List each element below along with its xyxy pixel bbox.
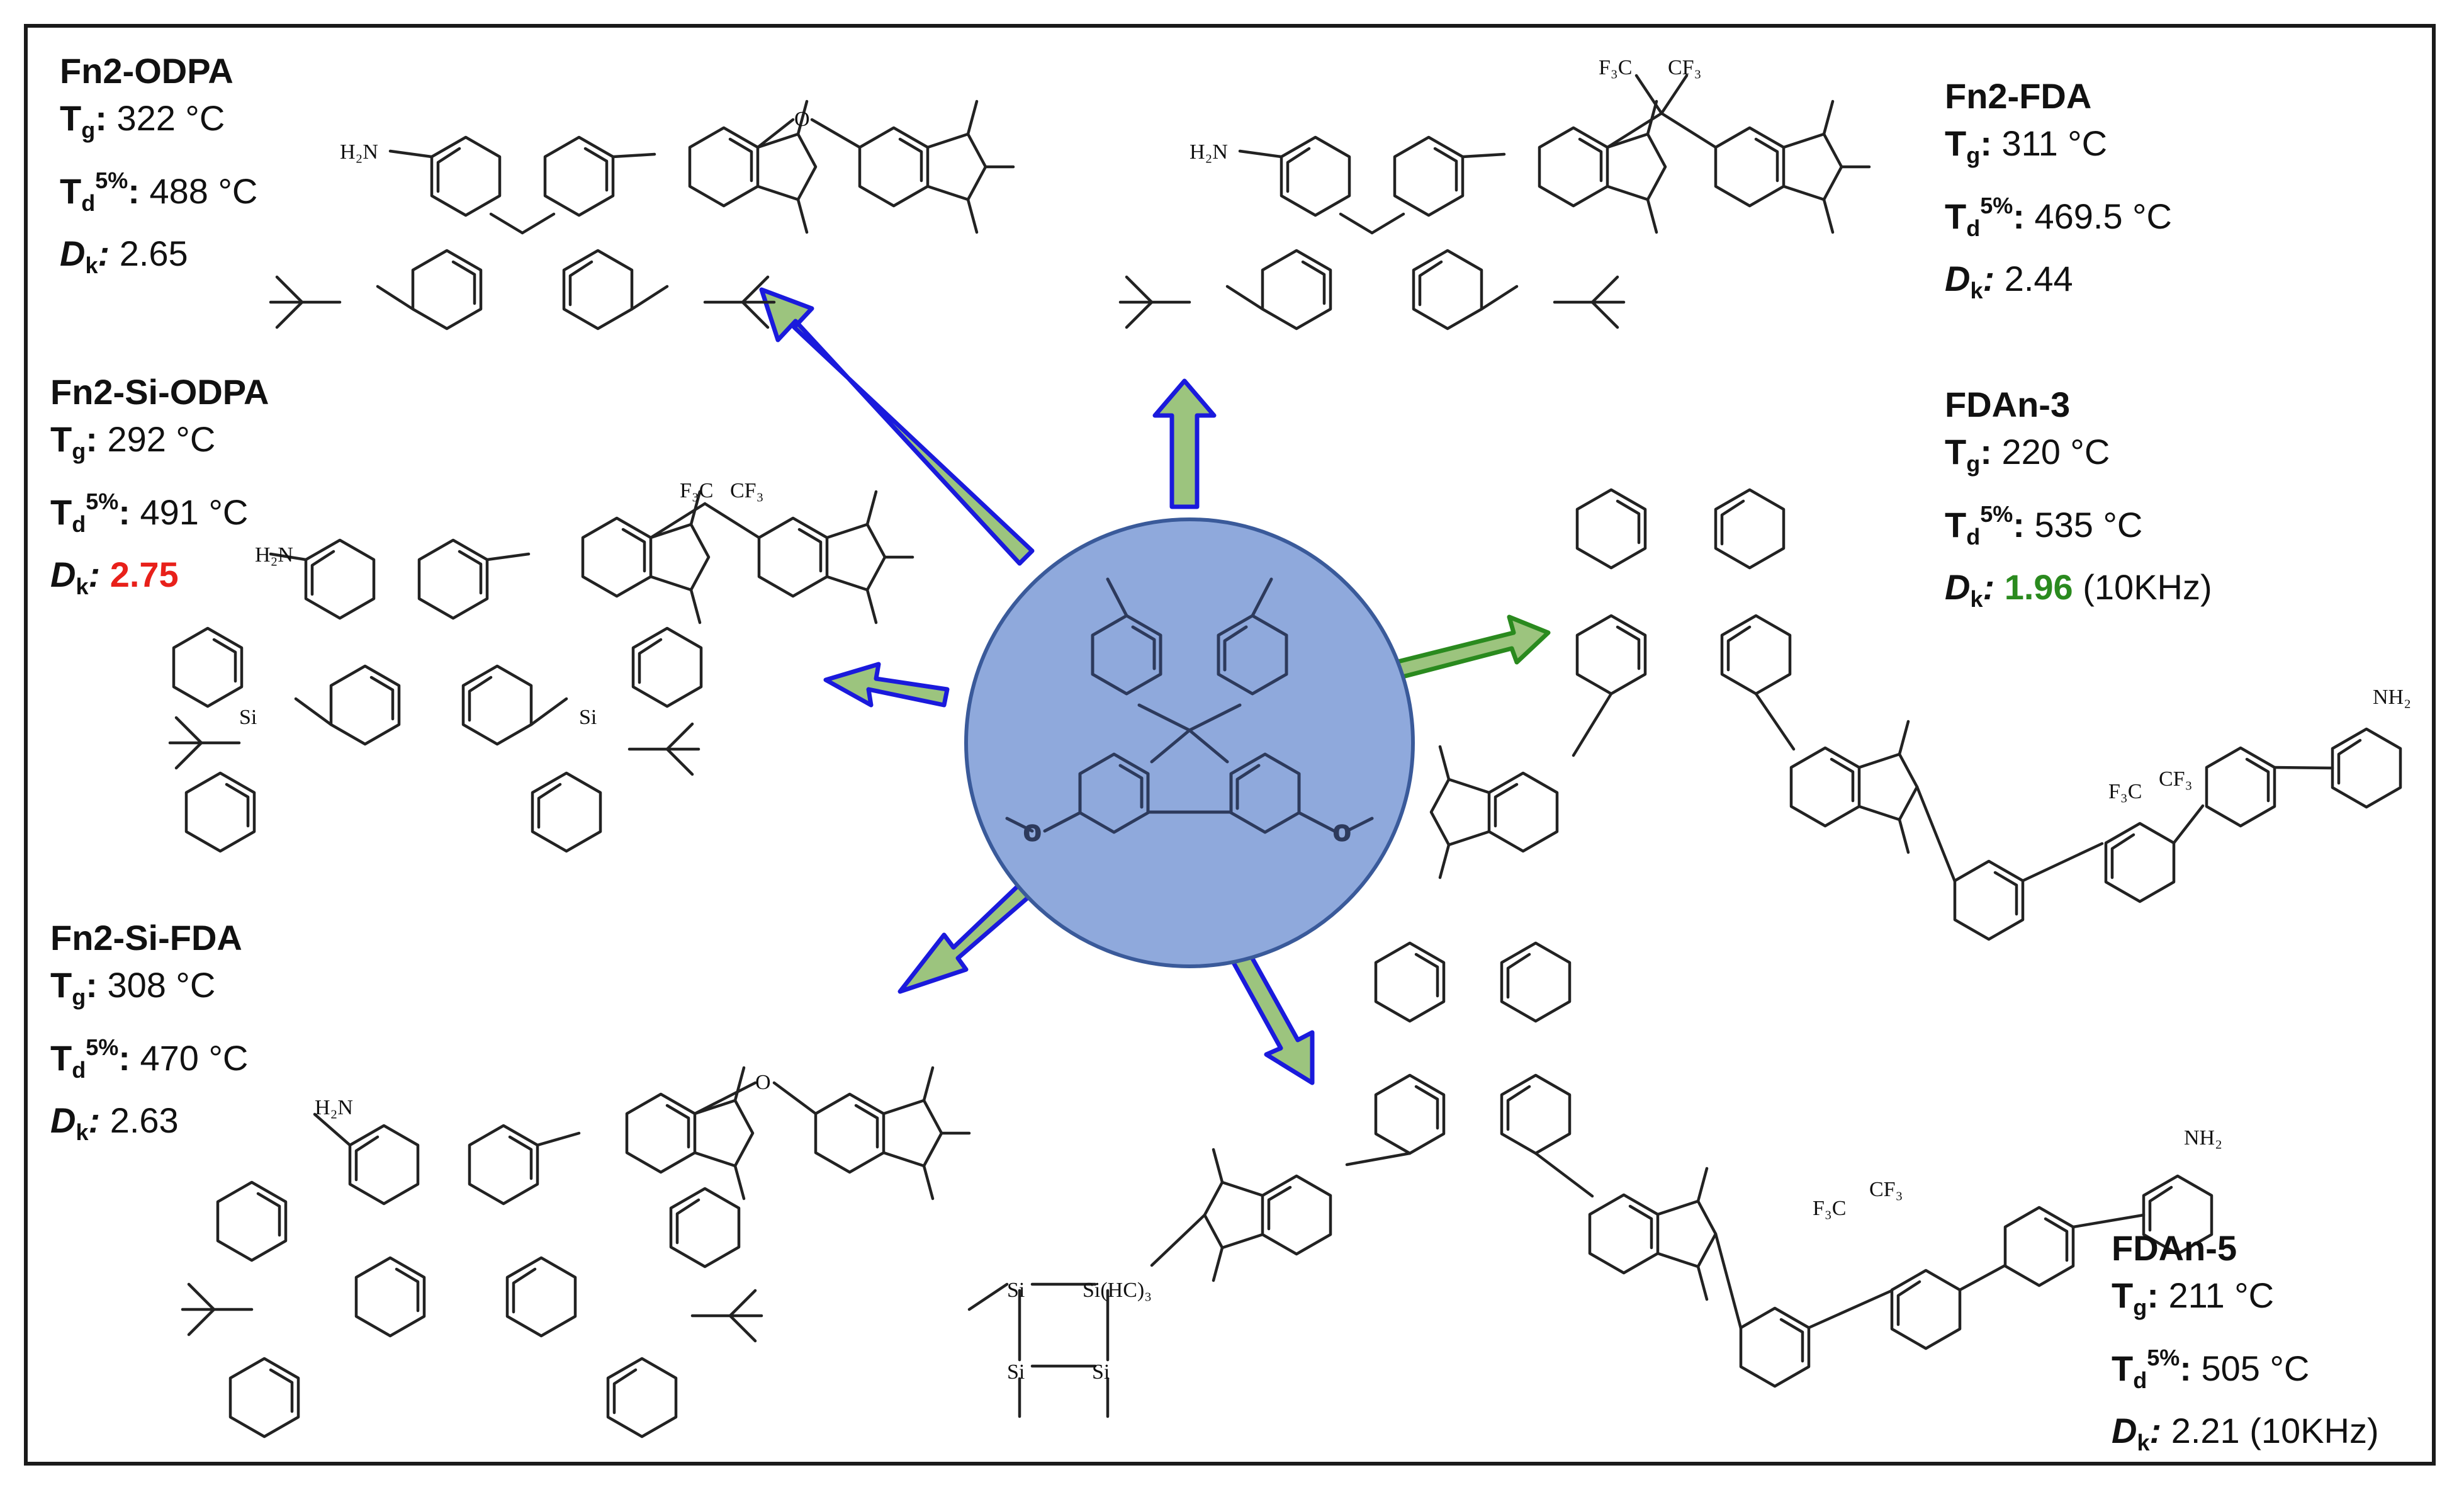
dk-row: Dk: 2.63 [50,1100,179,1145]
tg-row: Tg: 308 °C [50,965,216,1010]
td-row: Td5%: 469.5 °C [1945,193,2172,241]
fn2-fda-amine: H₂N [1190,140,1228,164]
td-value: 470 °C [140,1038,249,1078]
fn2-fda-cf3-right: CF₃ [1668,56,1701,79]
tg-value: 308 °C [107,965,216,1005]
arrow-to-fn2-si-odpa [823,662,950,708]
fdan-3-cf3-left: F₃C [2108,780,2142,803]
td-row: Td5%: 535 °C [1945,501,2143,550]
dk-row: Dk: 2.44 [1945,259,2073,303]
td-value: 491 °C [140,492,249,532]
fn2-si-odpa-cf3-left: F₃C [680,479,713,502]
fn2-fda-cf3-left: F₃C [1599,56,1632,79]
tg-value: 220 °C [2001,432,2110,472]
card-fdan-3: FDAn-3 Tg: 220 °C Td5%: 535 °C Dk: 1.96 … [1945,383,2212,624]
td-value: 535 °C [2034,505,2143,545]
td-row: Td5%: 505 °C [2112,1345,2310,1393]
arrow-blue-odpa [759,287,1035,566]
td-row: Td5%: 488 °C [60,167,258,216]
tg-value: 322 °C [116,98,225,138]
fdan-5-cf3-right: CF₃ [1869,1178,1903,1201]
card-fn2-fda: Fn2-FDA Tg: 311 °C Td5%: 469.5 °C Dk: 2.… [1945,74,2172,316]
fn2-si-fda-structure [183,1068,971,1437]
tg-row: Tg: 211 °C [2112,1275,2275,1320]
dk-value: 2.44 [2004,259,2073,298]
compound-name: Fn2-FDA [1945,76,2092,116]
fn2-odpa-oxygen: O [794,108,810,131]
fdan-5-cf3-left: F₃C [1813,1197,1846,1220]
dk-value: 1.96 [2004,567,2073,607]
core-fluorene-structure: O O [1005,577,1374,847]
fdan-5-si-hc: Si(HC)₃ [1083,1279,1152,1302]
fn2-odpa-structure [271,101,1015,329]
dk-row: Dk: 2.21 (10KHz) [2112,1411,2379,1455]
arrow-to-fn2-si-fda [897,879,1035,994]
dk-value: 2.63 [110,1100,179,1140]
tg-row: Tg: 322 °C [60,98,225,143]
td-value: 469.5 °C [2034,196,2172,236]
fn2-odpa-amine: H₂N [340,140,378,164]
svg-text:O: O [1025,822,1040,845]
compound-name: FDAn-5 [2112,1228,2237,1268]
fdan-3-amine: NH₂ [2373,686,2411,709]
dk-row: Dk: 1.96 (10KHz) [1945,567,2212,612]
compound-name: Fn2-ODPA [60,51,233,91]
fn2-si-odpa-si-left: Si [239,706,257,729]
compound-name: Fn2-Si-FDA [50,918,242,958]
tg-value: 211 °C [2168,1275,2275,1315]
compound-name: FDAn-3 [1945,385,2071,424]
fn2-fda-structure [1120,74,1871,329]
fdan-5-structure [967,943,2212,1418]
compound-name: Fn2-Si-ODPA [50,372,269,412]
fn2-si-odpa-cf3-right: CF₃ [730,479,763,502]
fn2-si-odpa-structure [170,492,914,851]
fdan-5-si-1: Si [1007,1279,1025,1302]
dk-row: Dk: 2.65 [60,234,188,278]
card-fdan-5: FDAn-5 Tg: 211 °C Td5%: 505 °C Dk: 2.21 … [2112,1226,2379,1468]
fn2-si-odpa-si-right: Si [579,706,597,729]
tg-row: Tg: 292 °C [50,419,216,464]
tg-row: Tg: 220 °C [1945,432,2110,477]
fn2-si-fda-oxygen: O [755,1071,771,1094]
dk-note: (10KHz) [2083,567,2212,607]
td-value: 488 °C [149,171,258,211]
card-fn2-si-fda: Fn2-Si-FDA Tg: 308 °C Td5%: 470 °C Dk: 2… [50,916,248,1158]
fdan-5-amine: NH₂ [2184,1126,2222,1150]
td-row: Td5%: 491 °C [50,489,249,537]
td-value: 505 °C [2201,1348,2310,1388]
tg-value: 292 °C [107,419,216,459]
fn2-si-odpa-amine: H₂N [255,543,293,567]
fdan-5-si-3: Si [1092,1360,1110,1384]
tg-value: 311 °C [2001,123,2108,163]
fn2-si-fda-amine: H₂N [315,1096,353,1119]
arrow-to-fn2-fda [1152,378,1217,509]
fdan-3-cf3-right: CF₃ [2159,767,2192,791]
arrow-to-fn2-odpa [759,287,1035,566]
svg-text:O: O [1334,822,1350,845]
dk-row: Dk: 2.75 [50,555,179,599]
fdan-5-si-2: Si [1007,1360,1025,1384]
card-fn2-odpa: Fn2-ODPA Tg: 322 °C Td5%: 488 °C Dk: 2.6… [60,49,257,291]
dk-value: 2.75 [110,555,179,594]
dk-value: 2.65 [119,234,188,273]
tg-row: Tg: 311 °C [1945,123,2108,168]
dk-note: (10KHz) [2249,1411,2379,1450]
fdan-3-structure [1431,490,2400,939]
td-row: Td5%: 470 °C [50,1034,249,1083]
dk-value: 2.21 [2171,1411,2240,1450]
card-fn2-si-odpa: Fn2-Si-ODPA Tg: 292 °C Td5%: 491 °C Dk: … [50,370,269,612]
core-circle [964,517,1415,968]
